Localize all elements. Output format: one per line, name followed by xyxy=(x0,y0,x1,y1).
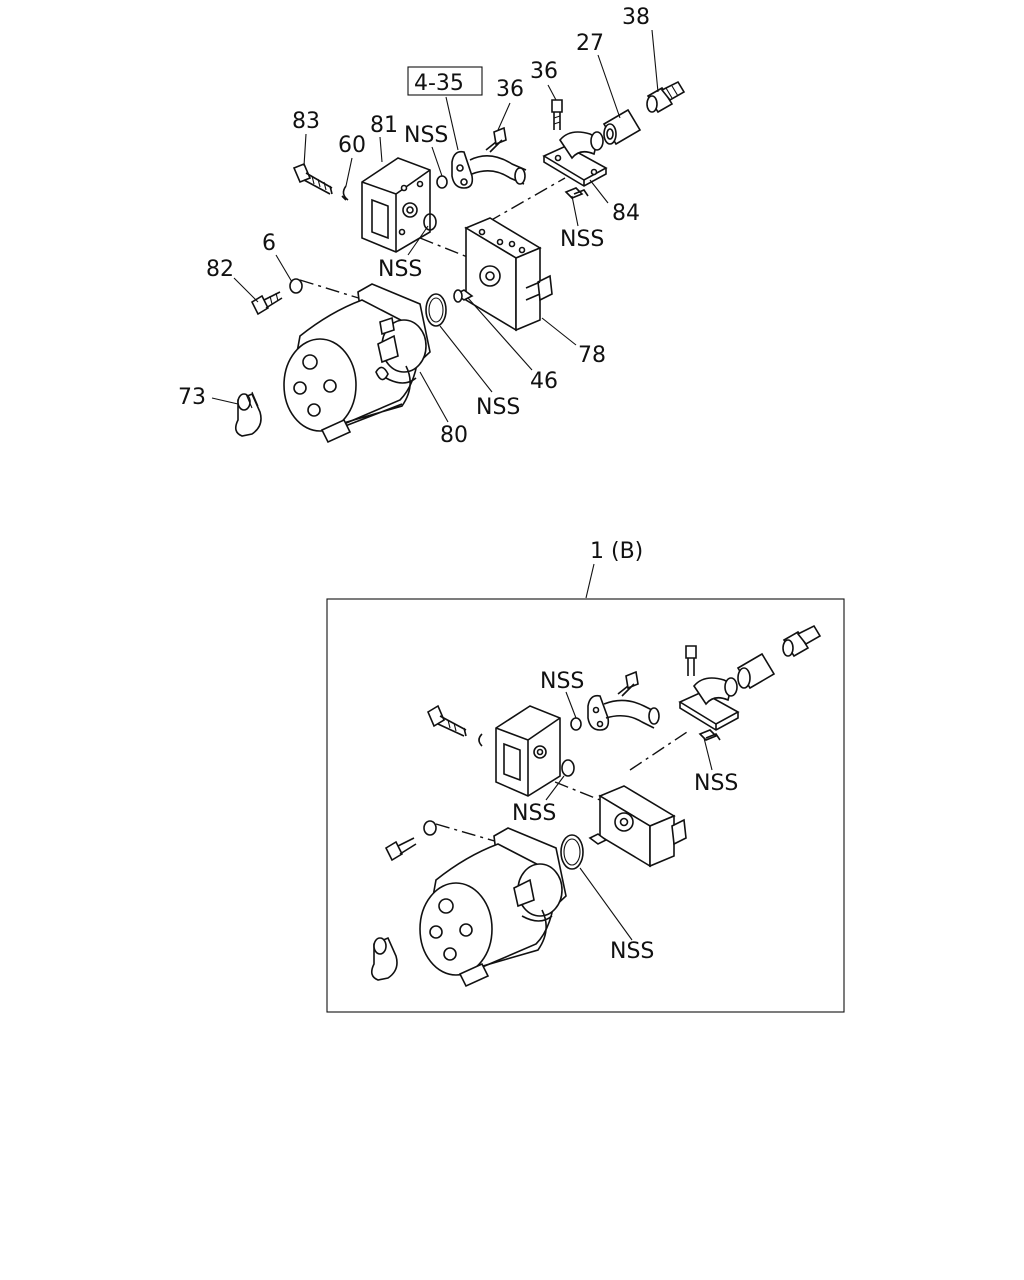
bolt-part-36-b xyxy=(551,99,563,130)
pipe-flange-4-35 xyxy=(451,150,527,189)
coupling xyxy=(736,652,776,690)
callout-nss-cover-top: NSS xyxy=(540,669,584,694)
callout-60: 60 xyxy=(338,133,366,158)
pipe-flange xyxy=(587,694,660,731)
callout-84: 84 xyxy=(612,201,640,226)
bolt-lower xyxy=(384,837,417,862)
washer-part-6 xyxy=(289,278,303,294)
cover xyxy=(495,705,561,797)
cover-part-81 xyxy=(361,157,431,253)
alignment-line xyxy=(299,279,366,301)
coupling-part-27 xyxy=(602,108,642,146)
elbow-fitting xyxy=(370,936,398,981)
callout-82: 82 xyxy=(206,257,234,282)
o-ring-large xyxy=(425,293,447,327)
motor xyxy=(419,827,567,988)
motor-part-80 xyxy=(283,283,431,444)
bolt xyxy=(426,704,467,737)
fitting xyxy=(782,624,822,658)
callout-nss-upper: NSS xyxy=(404,123,448,148)
valve-block xyxy=(598,785,687,868)
callout-83: 83 xyxy=(292,109,320,134)
bolt-part-83 xyxy=(292,162,333,195)
callout-box-4-35 xyxy=(407,66,483,96)
assembly-b-view: 1 (B) xyxy=(326,539,845,1013)
bolt-part-36-a xyxy=(485,126,507,153)
check-valve-part-46 xyxy=(453,289,474,303)
valve-block-part-78 xyxy=(464,217,553,332)
leader-lines xyxy=(211,29,659,423)
bolt-part-82 xyxy=(250,291,283,316)
callout-36-upper: 36 xyxy=(530,59,558,84)
callout-81: 81 xyxy=(370,113,398,138)
elbow-bracket-part-84 xyxy=(542,131,608,187)
exploded-view-top: 38 27 36 36 4-35 83 81 60 NSS 84 NSS NSS… xyxy=(178,5,686,448)
elbow-bracket xyxy=(678,677,740,731)
callout-38: 38 xyxy=(622,5,650,30)
callout-36-lower: 36 xyxy=(496,77,524,102)
title-leader-line xyxy=(585,563,595,599)
fitting-part-38 xyxy=(646,80,686,114)
callout-nss-oring: NSS xyxy=(610,939,654,964)
callout-6: 6 xyxy=(262,231,276,256)
seal-nss xyxy=(564,187,589,199)
callout-80: 80 xyxy=(440,423,468,448)
bolt-small xyxy=(617,670,639,697)
callout-78: 78 xyxy=(578,343,606,368)
callout-nss-bracket: NSS xyxy=(694,771,738,796)
callout-nss-84: NSS xyxy=(560,227,604,252)
assembly-frame xyxy=(326,598,845,1013)
callout-nss-cover-bottom: NSS xyxy=(512,801,556,826)
assembly-title: 1 (B) xyxy=(590,539,643,564)
clip-part-60 xyxy=(341,185,349,201)
callout-27: 27 xyxy=(576,31,604,56)
callout-nss-oring: NSS xyxy=(476,395,520,420)
callout-73: 73 xyxy=(178,385,206,410)
callout-4-35: 4-35 xyxy=(414,71,464,96)
bolt-upright xyxy=(685,645,697,676)
alignment-line xyxy=(487,177,566,223)
o-ring xyxy=(423,213,437,231)
callout-46: 46 xyxy=(530,369,558,394)
o-ring xyxy=(436,175,448,189)
callout-nss-81: NSS xyxy=(378,257,422,282)
o-ring-large xyxy=(560,834,584,870)
elbow-fitting-part-73 xyxy=(234,391,262,437)
